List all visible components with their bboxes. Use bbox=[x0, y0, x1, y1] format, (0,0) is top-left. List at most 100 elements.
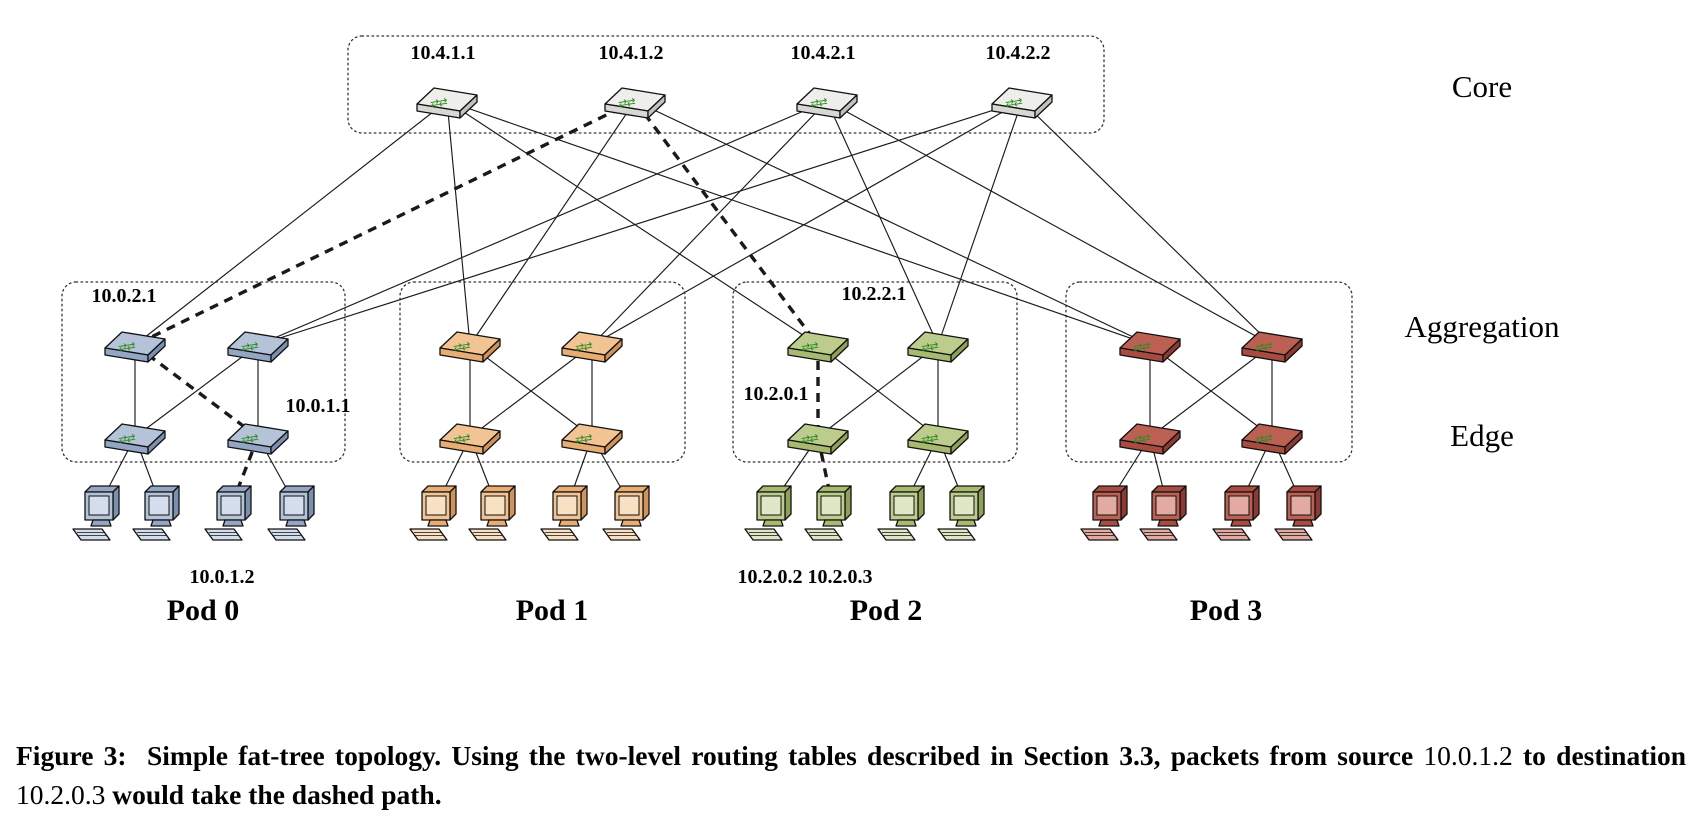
ip-label-10.0.1.1: 10.0.1.1 bbox=[286, 395, 351, 417]
monitor-screen bbox=[484, 495, 506, 516]
monitor-side bbox=[977, 485, 985, 521]
ip-label-10.2.0.1: 10.2.0.1 bbox=[744, 383, 809, 405]
pod-3-box bbox=[1065, 281, 1353, 463]
keyboard bbox=[877, 528, 916, 541]
monitor-screen bbox=[953, 495, 975, 516]
pod3-host-1 bbox=[1139, 485, 1187, 541]
pod1-edge-switch-0: ⇄⇄ bbox=[439, 423, 501, 455]
pod1-host-0 bbox=[409, 485, 457, 541]
monitor-screen bbox=[88, 495, 110, 516]
switch-side-face bbox=[147, 430, 166, 455]
switch-side-face bbox=[147, 338, 166, 363]
pod0-edge-switch-1: ⇄⇄ bbox=[227, 423, 289, 455]
link bbox=[817, 344, 939, 438]
pod-0-box bbox=[61, 281, 346, 463]
pod3-aggregation-switch-1: ⇄⇄ bbox=[1241, 331, 1303, 363]
caption-text-2: to destination bbox=[1523, 740, 1687, 771]
link bbox=[469, 100, 636, 346]
keyboard bbox=[1080, 528, 1119, 541]
link bbox=[937, 100, 1023, 346]
pod0-edge-switch-0: ⇄⇄ bbox=[104, 423, 166, 455]
core-group-box bbox=[347, 35, 1105, 134]
switch-arrows-icon: ⇄⇄ bbox=[809, 95, 828, 111]
core-ip-label-10.4.2.2: 10.4.2.2 bbox=[986, 42, 1051, 64]
pod3-host-3 bbox=[1274, 485, 1322, 541]
ip-label-10.2.0.3: 10.2.0.3 bbox=[808, 566, 873, 588]
switch-side-face bbox=[950, 430, 969, 455]
monitor-screen bbox=[1096, 495, 1118, 516]
link bbox=[469, 344, 593, 438]
link bbox=[257, 100, 1023, 346]
monitor-screen bbox=[1228, 495, 1250, 516]
pod-1-box bbox=[399, 281, 686, 463]
switch-side-face bbox=[839, 94, 858, 119]
caption-figure-number: Figure 3: bbox=[16, 740, 127, 771]
switch-arrows-icon: ⇄⇄ bbox=[1254, 431, 1273, 447]
dashed-path-link bbox=[633, 99, 820, 347]
monitor-base bbox=[90, 519, 112, 527]
pod0-host-3 bbox=[267, 485, 315, 541]
switch-side-face bbox=[604, 430, 623, 455]
switch-arrows-icon: ⇄⇄ bbox=[117, 431, 136, 447]
dashed-path-link bbox=[230, 436, 260, 505]
pod0-host-1 bbox=[132, 485, 180, 541]
keyboard bbox=[409, 528, 448, 541]
caption-source-ip: 10.0.1.2 bbox=[1423, 740, 1513, 771]
caption-dest-ip: 10.2.0.3 bbox=[16, 779, 106, 811]
monitor-base bbox=[822, 519, 844, 527]
dashed-path-link bbox=[133, 343, 260, 439]
switch-side-face bbox=[1034, 94, 1053, 119]
switch-arrows-icon: ⇄⇄ bbox=[617, 95, 636, 111]
pod-2-label: Pod 2 bbox=[850, 594, 923, 627]
link bbox=[1021, 100, 1273, 346]
keyboard bbox=[132, 528, 171, 541]
pod3-host-0 bbox=[1080, 485, 1128, 541]
keyboard bbox=[1212, 528, 1251, 541]
switch-arrows-icon: ⇄⇄ bbox=[429, 95, 448, 111]
monitor-base bbox=[620, 519, 642, 527]
dashed-path-link bbox=[134, 99, 636, 347]
keyboard bbox=[937, 528, 976, 541]
caption-text-1: Simple fat-tree topology. Using the two-… bbox=[146, 740, 1414, 771]
keyboard bbox=[468, 528, 507, 541]
monitor-side bbox=[172, 485, 180, 521]
caption-text-3: would take the dashed path. bbox=[112, 779, 442, 811]
monitor-base bbox=[427, 519, 449, 527]
link bbox=[446, 100, 471, 346]
monitor-side bbox=[844, 485, 852, 521]
monitor-side bbox=[244, 485, 252, 521]
monitor-screen bbox=[283, 495, 305, 516]
switch-side-face bbox=[270, 430, 289, 455]
switch-arrows-icon: ⇄⇄ bbox=[240, 431, 259, 447]
monitor-screen bbox=[820, 495, 842, 516]
switch-side-face bbox=[1284, 338, 1303, 363]
keyboard bbox=[804, 528, 843, 541]
monitor-side bbox=[580, 485, 588, 521]
keyboard bbox=[744, 528, 783, 541]
switch-arrows-icon: ⇄⇄ bbox=[574, 431, 593, 447]
core-switch-10.4.1.2: ⇄⇄ bbox=[604, 87, 666, 119]
pod2-host-0 bbox=[744, 485, 792, 541]
monitor-base bbox=[222, 519, 244, 527]
switch-side-face bbox=[1162, 338, 1181, 363]
switch-arrows-icon: ⇄⇄ bbox=[1132, 339, 1151, 355]
pod0-aggregation-switch-1: ⇄⇄ bbox=[227, 331, 289, 363]
pod3-edge-switch-0: ⇄⇄ bbox=[1119, 423, 1181, 455]
pod0-host-0 bbox=[72, 485, 120, 541]
link bbox=[634, 100, 1151, 346]
keyboard bbox=[540, 528, 579, 541]
pod1-host-1 bbox=[468, 485, 516, 541]
monitor-screen bbox=[618, 495, 640, 516]
monitor-side bbox=[112, 485, 120, 521]
pod2-host-2 bbox=[877, 485, 925, 541]
switch-side-face bbox=[459, 94, 478, 119]
dashed-path-link bbox=[816, 436, 834, 505]
pod3-host-2 bbox=[1212, 485, 1260, 541]
pod2-edge-switch-1: ⇄⇄ bbox=[907, 423, 969, 455]
keyboard bbox=[267, 528, 306, 541]
keyboard bbox=[1274, 528, 1313, 541]
link bbox=[826, 100, 1273, 346]
link bbox=[257, 100, 828, 346]
pod2-host-1 bbox=[804, 485, 852, 541]
pod-3-label: Pod 3 bbox=[1190, 594, 1263, 627]
